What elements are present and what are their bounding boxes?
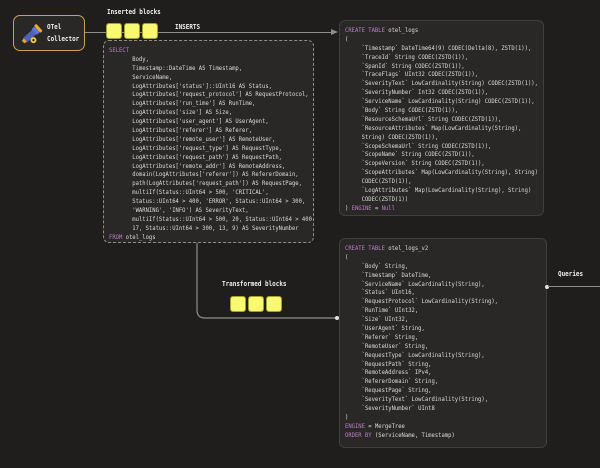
create-table-otel-logs-v2-box: CREATE TABLE otel_logs_v2( `Body` String… <box>339 238 547 448</box>
data-block-square <box>142 23 158 39</box>
collector-name-line1: OTel <box>47 23 62 31</box>
inserts-label: INSERTS <box>175 23 201 31</box>
transformed-blocks-label: Transformed blocks <box>222 280 287 288</box>
data-block-square <box>248 296 264 312</box>
create-table-otel-logs-box: CREATE TABLE otel_logs( `Timestamp` Date… <box>339 20 544 216</box>
queries-label: Queries <box>558 270 584 278</box>
transform-flow-endpoint-dot <box>335 316 339 320</box>
inserts-flow-line <box>85 32 331 33</box>
data-block-square <box>266 296 282 312</box>
data-block-square <box>106 23 122 39</box>
queries-flow-line <box>548 286 600 287</box>
inserts-arrowhead-icon <box>331 29 338 35</box>
otel-collector-node: OTel Collector <box>13 15 85 51</box>
transform-flow-line <box>196 243 339 319</box>
data-block-square <box>230 296 246 312</box>
collector-name-line2: Collector <box>47 35 80 43</box>
inserted-blocks-label: Inserted blocks <box>107 8 161 16</box>
select-query-box: SELECT Body, Timestamp::DateTime AS Time… <box>103 40 314 243</box>
data-block-square <box>124 23 140 39</box>
queries-flow-startpoint-dot <box>545 285 549 289</box>
telescope-icon <box>22 24 43 44</box>
